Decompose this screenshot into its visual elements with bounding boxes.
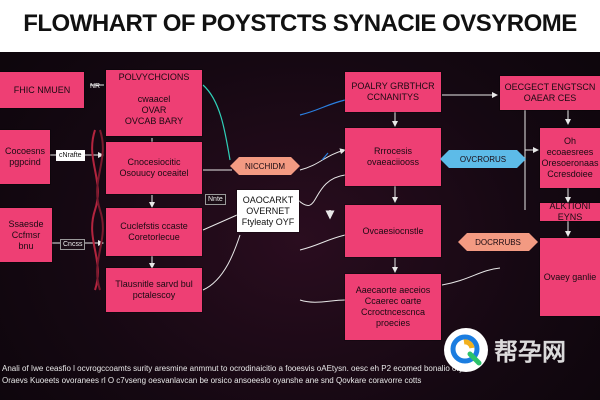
link-center-r3 (299, 234, 346, 251)
node-right-4: Aaecaorte aeceios Ccaerec oarte Ccroctnc… (345, 274, 441, 340)
footer-line-2: Oraevs Kuoeets ovoranees rl O c7vseng oe… (2, 376, 422, 385)
node-far-2: Oh ecoaesrees Oresoeronaas Ccresdoiee (540, 128, 600, 188)
node-col2-1: POLVYCHCIONS cwaacel OVAR OVCAB BARY (106, 70, 202, 136)
footer-line-1: Anali of Iwe ceasfio l ocvrogccoamts sur… (2, 364, 464, 373)
node-right-1: POALRY GRBTHCR CCNANITYS (345, 72, 441, 112)
page-title: FLOWHART OF POYSTCTS SYNACIE OVSYROME (23, 10, 577, 37)
node-center: OAOCARKT OVERNET Ftyleaty OYF (237, 190, 299, 232)
blue-flag (321, 152, 329, 161)
pill-right-2-label: OVCRORUS (459, 154, 507, 164)
link-c4-center (202, 234, 241, 291)
link-center-r4 (299, 299, 346, 303)
teal-link (202, 84, 231, 161)
q-logo-icon (444, 328, 488, 372)
link-r4-f4 (441, 267, 501, 286)
pill-right-3: DOCRRUBS (458, 233, 538, 251)
tag-left-2: cNrafte (56, 150, 85, 161)
node-col2-4: Tlausnitle sarvd bul pctalescoy (106, 268, 202, 312)
node-left-1: FHIC NMUEN (0, 72, 84, 108)
pill-mid: NICCHIDM (230, 157, 300, 175)
node-far-3: ALKTIONI EYNS (540, 203, 600, 221)
pill-right-3-label: DOCRRUBS (475, 237, 521, 247)
pill-right-2: OVCRORUS (440, 150, 526, 168)
tag-nm: NR (90, 83, 101, 90)
node-col2-1-body: cwaacel OVAR OVCAB BARY (124, 93, 184, 126)
sine-connector-b (96, 129, 104, 291)
tag-left-3: Cncss (60, 239, 86, 250)
node-left-3: Ssaesde Ccfmsr bnu (0, 208, 52, 262)
node-far-1: OECGECT ENGTSCN OAEAR CES (500, 76, 600, 110)
node-right-2: Rrrocesis ovaeaciiooss (345, 128, 441, 186)
node-col2-1-header: POLVYCHCIONS (106, 70, 202, 85)
node-far-4: Ovaey ganlie (540, 238, 600, 316)
tag-col2-2: Nnte (205, 194, 226, 205)
blue-link (299, 99, 346, 116)
link-center-r2 (297, 174, 346, 207)
watermark-text: 帮孕网 (494, 338, 566, 366)
title-band (0, 0, 600, 52)
link-c3-center (202, 214, 238, 231)
node-right-3: Ovcaesiocnstle (345, 205, 441, 257)
node-col2-3: Cuclefstis ccaste Coretorlecue (106, 208, 202, 256)
node-left-2: Cocoesns pgpcind (0, 130, 50, 184)
node-col2-2: Cnocesiocitic Osouucy oceaitel (106, 142, 202, 194)
pill-mid-label: NICCHIDM (245, 161, 285, 171)
